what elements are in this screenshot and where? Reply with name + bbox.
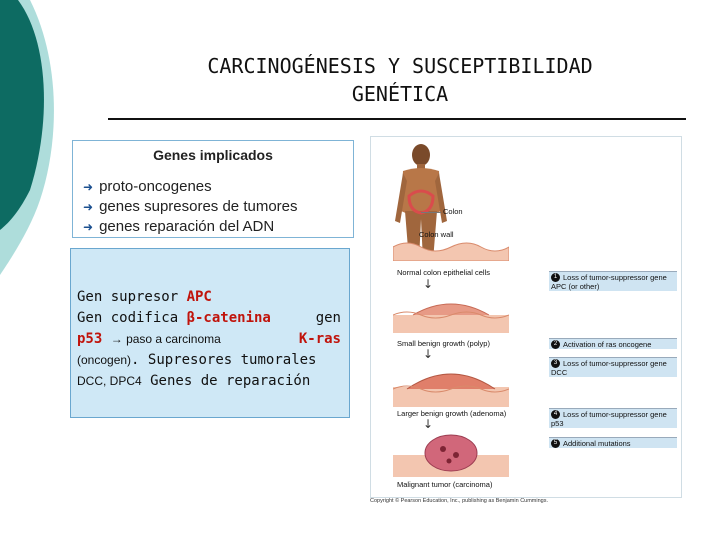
note-line: Gen codifica β-catenina gen: [77, 308, 345, 329]
human-figure-icon: [395, 144, 447, 261]
genes-box: Genes implicados ➜ proto-oncogenes ➜ genes…: [72, 140, 354, 238]
event-label: Loss of tumor-suppressor gene p53: [551, 410, 667, 428]
step-number-icon: 3: [551, 359, 560, 368]
note-line: Gen supresor APC: [77, 287, 345, 308]
arrow-down-icon: ↓: [423, 277, 434, 291]
event-label: Activation of ras oncogene: [563, 340, 652, 349]
gene-item-label: proto-oncogenes: [99, 178, 212, 195]
arrow-down-icon: ↓: [423, 347, 434, 361]
stage-1-label: Normal colon epithelial cells: [397, 268, 490, 277]
arrow-right-icon: ➜: [83, 200, 94, 214]
title-line-2: GENÉTICA: [351, 82, 449, 106]
gene-item-label: genes supresores de tumores: [99, 198, 298, 215]
note-fragment: (oncogen): [77, 353, 132, 367]
event-label: Loss of tumor-suppressor gene DCC: [551, 359, 667, 377]
note-fragment: → paso a carcinoma: [110, 332, 221, 346]
genes-heading: Genes implicados: [153, 147, 273, 163]
gene-k-ras: K-ras: [298, 331, 341, 347]
list-item: ➜ proto-oncogenes: [83, 177, 298, 197]
stage-4-label: Malignant tumor (carcinoma): [397, 480, 493, 489]
list-item: ➜ genes supresores de tumores: [83, 197, 298, 217]
genes-list: ➜ proto-oncogenes ➜ genes supresores de tu…: [83, 177, 298, 237]
arrow-right-icon: ➜: [83, 220, 94, 234]
adenoma-tissue: [393, 373, 509, 407]
colon-label: Colon: [443, 207, 463, 216]
page-title: CARCINOGÉNESIS Y SUSCEPTIBILIDAD GENÉTIC…: [120, 52, 680, 108]
gene-item-label: genes reparación del ADN: [99, 218, 275, 235]
list-item: ➜ genes reparación del ADN: [83, 217, 298, 237]
step-number-icon: 1: [551, 273, 560, 282]
colon-leader-line: [421, 212, 441, 213]
colon-wall-tissue: [393, 242, 509, 261]
note-fragment: Gen codifica: [77, 310, 187, 326]
note-fragment: Genes de reparación: [141, 373, 311, 389]
note-line: DCC, DPC4 Genes de reparación: [77, 371, 345, 392]
event-label: Loss of tumor-suppressor gene APC (or ot…: [551, 273, 667, 291]
teal-decoration: [0, 0, 54, 275]
title-line-1: CARCINOGÉNESIS Y SUSCEPTIBILIDAD: [207, 54, 593, 78]
note-fragment: gen: [315, 310, 341, 326]
carcinoma-tissue: [393, 434, 509, 477]
note-fragment: DCC, DPC4: [77, 374, 142, 388]
note-fragment: . Supresores tumorales: [131, 352, 317, 368]
note-fragment: Gen supresor: [77, 289, 187, 305]
arrow-down-icon: ↓: [423, 417, 434, 431]
colon-cancer-figure: Colon Colon wall Normal colon epithelial…: [370, 136, 682, 498]
note-box: Gen supresor APC Gen codifica β-catenina…: [70, 248, 350, 418]
gene-apc: APC: [186, 289, 212, 305]
stage-3-label: Larger benign growth (adenoma): [397, 409, 507, 418]
step-number-icon: 2: [551, 340, 560, 349]
gene-p53: p53: [77, 331, 103, 347]
note-line: p53 → paso a carcinoma K-ras: [77, 329, 345, 350]
note-text: Gen supresor APC Gen codifica β-catenina…: [77, 287, 345, 392]
colon-wall-label: Colon wall: [419, 230, 454, 239]
polyp-tissue: [393, 303, 509, 333]
copyright-text: Copyright © Pearson Education, Inc., pub…: [370, 498, 549, 504]
step-number-icon: 4: [551, 410, 560, 419]
step-number-icon: 5: [551, 439, 560, 448]
event-label: Additional mutations: [563, 439, 631, 448]
stage-2-label: Small benign growth (polyp): [397, 339, 490, 348]
arrow-right-icon: ➜: [83, 180, 94, 194]
gene-beta-catenin: β-catenina: [186, 310, 271, 326]
note-line: (oncogen). Supresores tumorales: [77, 350, 345, 371]
title-divider: [108, 118, 686, 120]
